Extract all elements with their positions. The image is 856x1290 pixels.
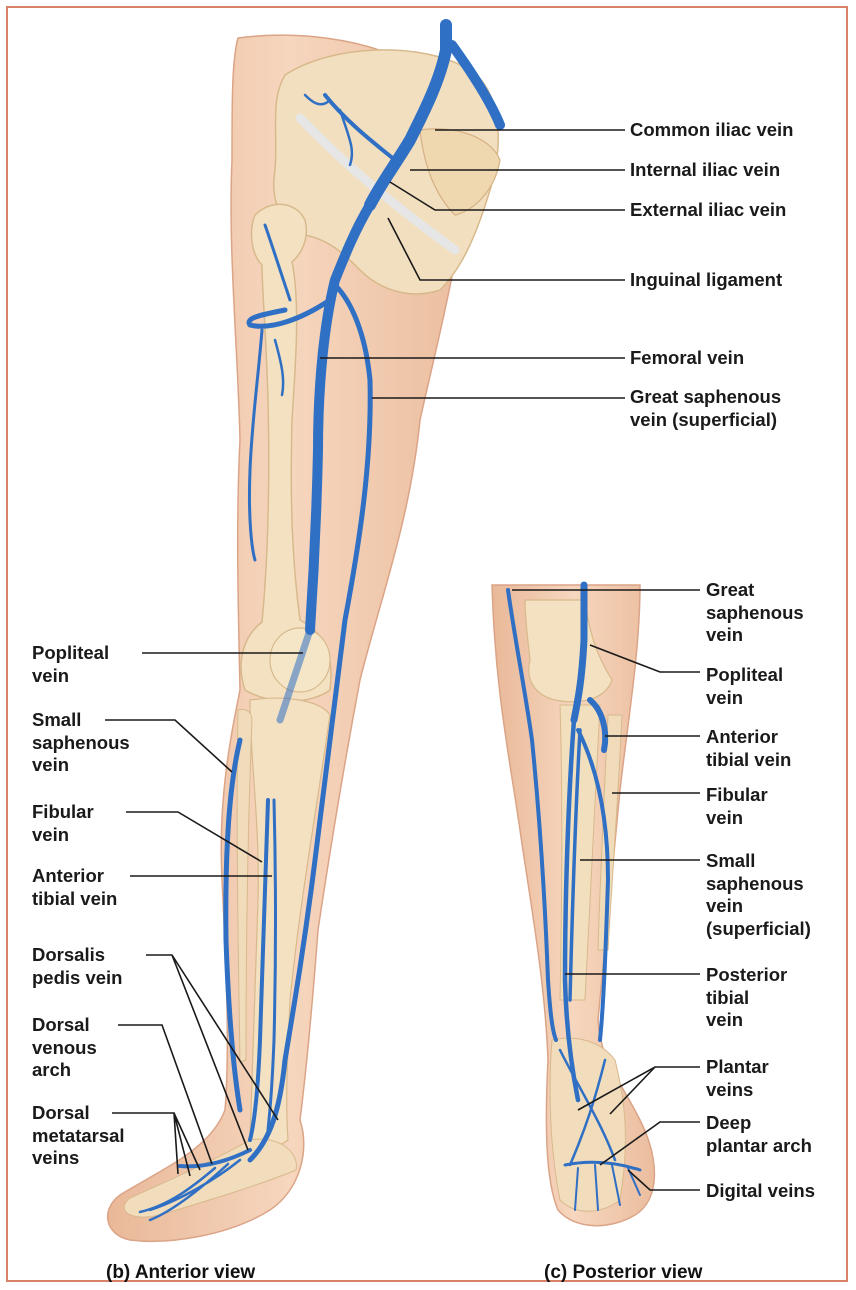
label-anterior-tibial-vein-b: Anterior tibial vein — [32, 865, 117, 910]
label-great-saphenous-vein-c: Great saphenous vein — [706, 579, 804, 647]
label-fibular-vein-b: Fibular vein — [32, 801, 94, 846]
label-popliteal-vein-b: Popliteal vein — [32, 642, 109, 687]
label-plantar-veins: Plantar veins — [706, 1056, 769, 1101]
label-anterior-tibial-vein-c: Anterior tibial vein — [706, 726, 791, 771]
label-external-iliac-vein: External iliac vein — [630, 199, 786, 222]
label-dorsalis-pedis-vein: Dorsalis pedis vein — [32, 944, 122, 989]
label-digital-veins: Digital veins — [706, 1180, 815, 1203]
label-posterior-tibial-vein: Posterior tibial vein — [706, 964, 787, 1032]
posterior-foot-bones — [550, 1038, 625, 1211]
leader-dorsal-metatarsal — [112, 1113, 200, 1176]
caption-posterior-view: (c) Posterior view — [544, 1262, 702, 1284]
label-fibular-vein-c: Fibular vein — [706, 784, 768, 829]
label-common-iliac-vein: Common iliac vein — [630, 119, 793, 142]
caption-anterior-view: (b) Anterior view — [106, 1262, 255, 1284]
posterior-leg — [492, 585, 654, 1226]
label-internal-iliac-vein: Internal iliac vein — [630, 159, 780, 182]
label-dorsal-metatarsal-veins: Dorsal metatarsal veins — [32, 1102, 125, 1170]
label-popliteal-vein-c: Popliteal vein — [706, 664, 783, 709]
label-inguinal-ligament: Inguinal ligament — [630, 269, 782, 292]
label-small-saphenous-vein-b: Small saphenous vein — [32, 709, 130, 777]
label-deep-plantar-arch: Deep plantar arch — [706, 1112, 812, 1157]
label-femoral-vein: Femoral vein — [630, 347, 744, 370]
leader-dorsal-venous-arch — [118, 1025, 212, 1164]
label-small-saphenous-vein-c: Small saphenous vein (superficial) — [706, 850, 811, 940]
label-dorsal-venous-arch: Dorsal venous arch — [32, 1014, 97, 1082]
anterior-leg — [108, 25, 500, 1241]
label-great-saphenous-superficial: Great saphenous vein (superficial) — [630, 386, 781, 431]
